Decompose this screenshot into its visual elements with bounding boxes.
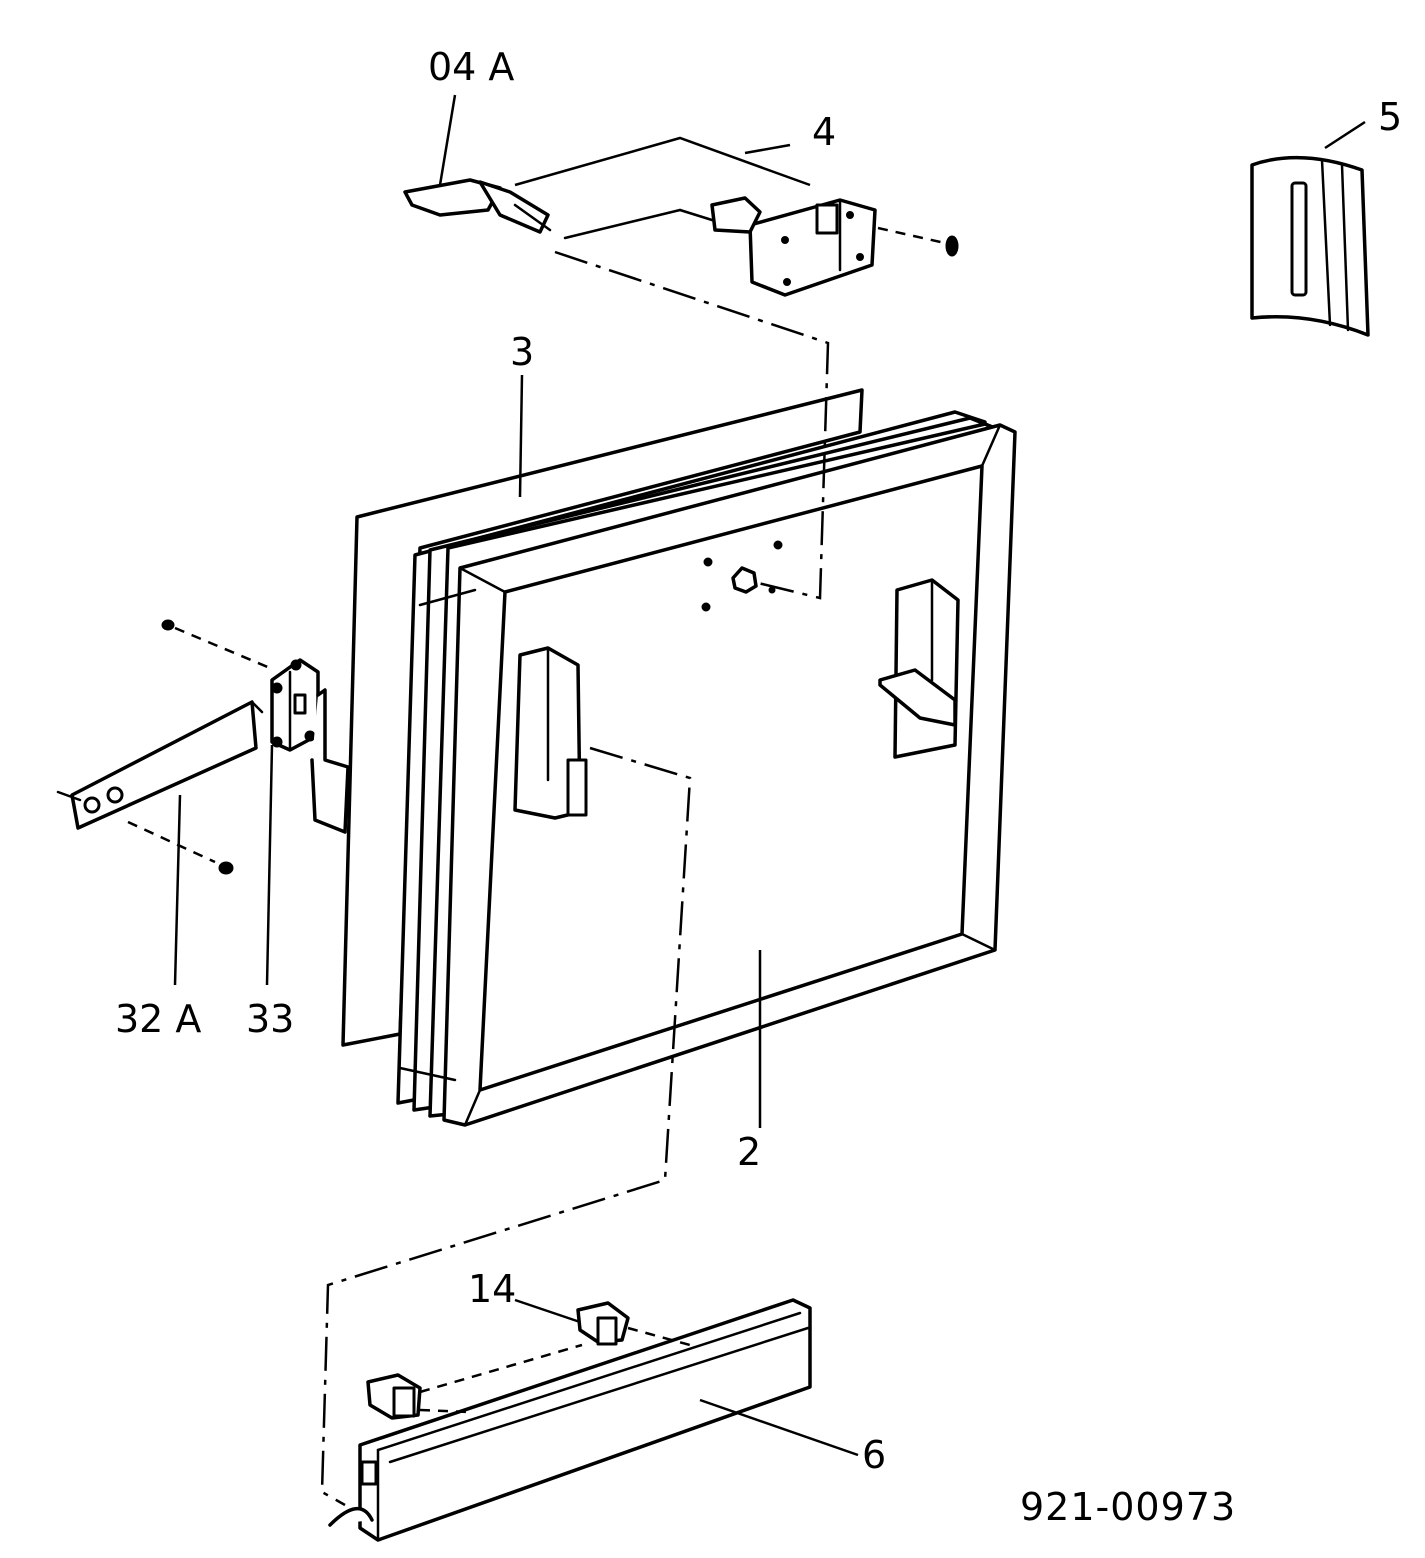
label-6: 6 — [862, 1433, 886, 1477]
label-5: 5 — [1378, 95, 1402, 139]
label-32a: 32 A — [115, 997, 201, 1041]
label-04a: 04 A — [428, 45, 514, 89]
drawing-code: 921-00973 — [1020, 1485, 1236, 1529]
label-33: 33 — [246, 997, 294, 1041]
label-14: 14 — [468, 1267, 516, 1311]
part-33-hinge — [161, 619, 350, 834]
label-4: 4 — [812, 110, 836, 154]
alignment-lines — [320, 250, 830, 1507]
part-6-bottom-trim — [328, 1298, 859, 1542]
label-3: 3 — [510, 330, 534, 374]
label-2: 2 — [737, 1130, 761, 1174]
part-2-door — [396, 410, 1017, 1127]
leader-part-3 — [518, 374, 524, 498]
part-5-handle-trim — [1250, 120, 1370, 337]
part-4-lock-assembly — [403, 94, 959, 297]
part-32a-hinge-arm — [56, 700, 274, 986]
